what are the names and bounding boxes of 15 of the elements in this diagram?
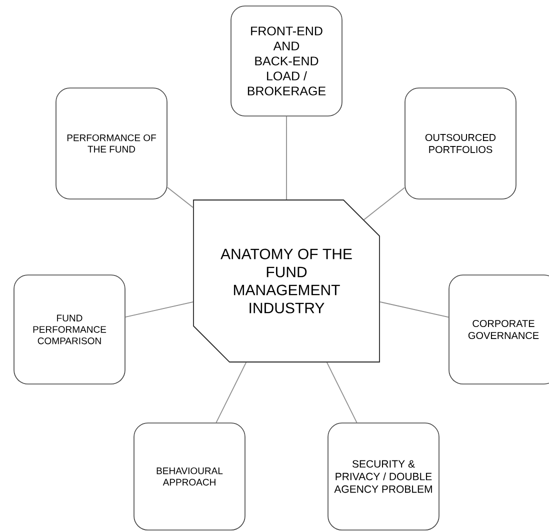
connector-line [286, 116, 287, 200]
topic-box: SECURITY & PRIVACY / DOUBLE AGENCY PROBLEM [328, 422, 440, 530]
topic-box: OUTSOURCED PORTFOLIOS [404, 88, 516, 200]
connector-line [326, 362, 358, 424]
connector-line [124, 301, 194, 318]
topic-box: PERFORMANCE OF THE FUND [56, 88, 168, 200]
topic-box: FUND PERFORMANCE COMPARISON [14, 274, 126, 384]
connector-line [363, 187, 406, 220]
connector-line [166, 186, 194, 208]
topic-box: CORPORATE GOVERNANCE [448, 274, 549, 384]
topic-box: BEHAVIOURAL APPROACH [134, 422, 246, 530]
connector-line [380, 301, 450, 318]
topic-box: FRONT-END AND BACK-END LOAD / BROKERAGE [230, 6, 342, 116]
central-box: ANATOMY OF THE FUND MANAGEMENT INDUSTRY [193, 200, 380, 362]
connector-line [216, 362, 247, 424]
